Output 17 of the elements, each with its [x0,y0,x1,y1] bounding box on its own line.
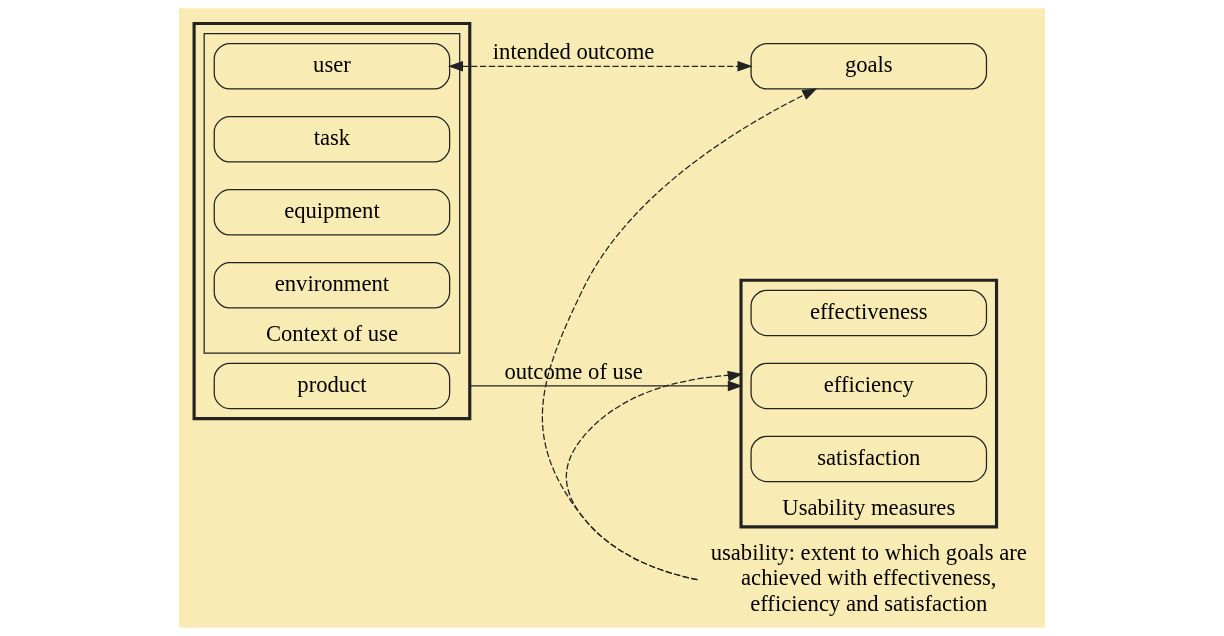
node-box: efficiency [750,362,988,410]
cluster [192,21,472,421]
arrow [542,88,818,581]
edge-label: outcome of use [504,358,643,384]
edge-label: intended outcome [492,39,655,65]
node-box: product [213,362,451,410]
node-box: effectiveness [750,289,988,337]
arrow [565,370,743,581]
arrow [447,60,753,72]
node-box: task [213,115,451,163]
node-text: usability: extent to which goals are achieved with effectiveness, efficiency and satisfaction [710,540,1027,616]
node-box: goals [750,42,988,90]
node-box: satisfaction [750,435,988,483]
node-box: environment [213,262,451,309]
node-box: user [213,42,451,90]
node-box: equipment [213,189,451,236]
arrow [469,380,743,392]
